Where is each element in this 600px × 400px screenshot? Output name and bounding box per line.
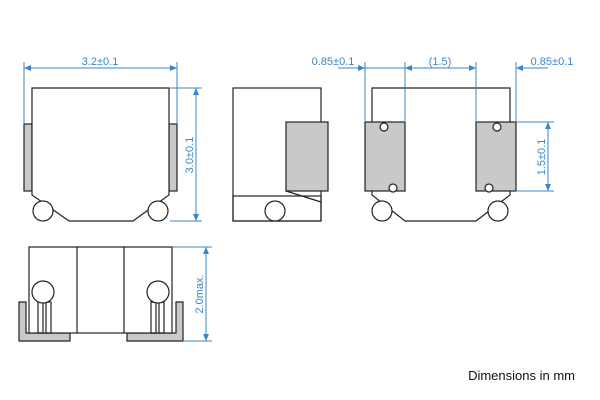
bottom-view-right-notch-bottom — [484, 183, 494, 193]
dim-pad-height: 1.5±0.1 — [516, 121, 554, 192]
front-view-right-pin — [146, 280, 170, 304]
bottom-view-left-pad — [364, 121, 406, 192]
dim-pad-gap-label: (1.5) — [429, 56, 452, 68]
dim-top-width: 3.2±0.1 — [23, 56, 178, 124]
dim-pad-widths: 0.85±0.1 (1.5) 0.85±0.1 — [312, 56, 574, 122]
bottom-view — [364, 87, 517, 222]
dim-pad-height-label: 1.5±0.1 — [536, 139, 548, 176]
side-view — [232, 87, 329, 222]
top-view-left-pin — [32, 200, 54, 222]
bottom-view-right-pad — [475, 121, 517, 192]
dim-top-width-label: 3.2±0.1 — [82, 56, 119, 68]
bottom-view-left-pin — [371, 200, 393, 222]
dim-side-height: 2.0max. — [173, 246, 212, 342]
dim-top-height-label: 3.0±0.1 — [184, 137, 196, 174]
dim-side-height-label: 2.0max. — [194, 274, 206, 313]
front-view — [18, 246, 184, 342]
bottom-view-left-notch-bottom — [388, 183, 398, 193]
front-view-left-pin — [31, 280, 55, 304]
side-view-pin — [264, 200, 286, 222]
dim-pad-width-right-label: 0.85±0.1 — [531, 56, 574, 68]
dim-pad-width-left-label: 0.85±0.1 — [312, 56, 355, 68]
bottom-view-left-notch-top — [379, 122, 389, 132]
dim-top-height: 3.0±0.1 — [170, 87, 202, 222]
top-view-right-pin — [147, 200, 169, 222]
units-note: Dimensions in mm — [468, 368, 575, 383]
top-view-body — [31, 87, 170, 222]
bottom-view-right-notch-top — [492, 122, 502, 132]
top-view-right-terminal — [168, 123, 178, 192]
top-view — [23, 87, 178, 222]
side-view-lead — [285, 190, 322, 203]
bottom-view-right-pin — [487, 200, 509, 222]
top-view-left-terminal — [23, 123, 33, 192]
side-view-terminal — [285, 121, 329, 192]
